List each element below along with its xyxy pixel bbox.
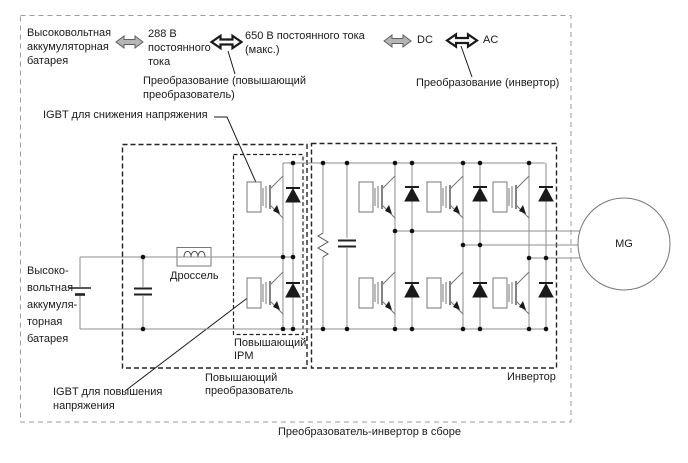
boost-ipm-label: Повышающий IPM (234, 337, 307, 362)
plate-symbols (69, 239, 356, 296)
diode-symbol (404, 186, 420, 202)
diode-symbol (285, 282, 301, 298)
legend-288v-label: 288 В постоянного тока (148, 28, 211, 68)
wires (79, 162, 580, 330)
boost-upper-igbt-symbol (246, 175, 284, 219)
battery-side-label: Высоко- вольтная аккумуля- торная батаре… (27, 265, 78, 345)
igbt-symbol (358, 271, 396, 315)
diode-symbols (285, 186, 554, 298)
battery-dc-arrow-icon (115, 35, 144, 49)
dc-link-arrow-icon (383, 34, 412, 48)
junction-dots (140, 160, 549, 332)
assembly-boundary-box (20, 15, 572, 423)
igbt-symbol (358, 175, 396, 219)
legend-battery-label: Высоковольтная аккумуляторная батарея (27, 27, 112, 67)
choke-symbol (176, 247, 212, 267)
choke-label: Дроссель (170, 270, 219, 282)
leader-igbt-step-up (124, 295, 251, 392)
leader-igbt-step-down (214, 116, 259, 188)
legend-650v-label: 650 В постоянного тока (макс.) (245, 30, 365, 56)
boost-ipm-box (232, 153, 304, 336)
assembly-label: Преобразователь-инвертор в сборе (278, 426, 461, 438)
boost-converter-box (121, 143, 308, 369)
igbt-step-up-callout: IGBT для повышения напряжения (53, 386, 163, 412)
boost-conversion-label: Преобразование (повышающий преобразовате… (143, 75, 306, 101)
resistor-symbol (317, 232, 329, 258)
boost-lower-igbt-symbol (246, 271, 284, 315)
inverter-label: Инвертор (507, 371, 556, 383)
diode-symbol (472, 282, 488, 298)
igbt-step-down-callout: IGBT для снижения напряжения (43, 109, 208, 121)
inverter-conversion-label: Преобразование (инвертор) (416, 77, 560, 89)
diode-symbol (538, 186, 554, 202)
dc-ac-arrow-icon (445, 32, 479, 49)
mg-circle (577, 197, 671, 291)
igbt-symbol (426, 271, 464, 315)
legend-dc-label: DC (417, 34, 433, 46)
inverter-box (310, 142, 558, 369)
leader-lines (124, 45, 473, 392)
boost-converter-label: Повышающий преобразователь (205, 372, 294, 397)
legend-arrows (115, 32, 479, 51)
leader-boost-conversion (227, 50, 236, 75)
diode-symbol (404, 282, 420, 298)
legend-ac-label: AC (483, 34, 499, 46)
mg-label: MG (615, 238, 633, 250)
igbt-symbol (492, 271, 530, 315)
diode-symbol (472, 186, 488, 202)
diode-symbol (538, 282, 554, 298)
igbt-symbol (426, 175, 464, 219)
diode-symbol (285, 187, 301, 203)
igbt-symbol (492, 175, 530, 219)
boost-conversion-arrow-icon (209, 33, 244, 51)
section-boxes (121, 142, 558, 369)
leader-inverter-conversion (460, 45, 473, 78)
